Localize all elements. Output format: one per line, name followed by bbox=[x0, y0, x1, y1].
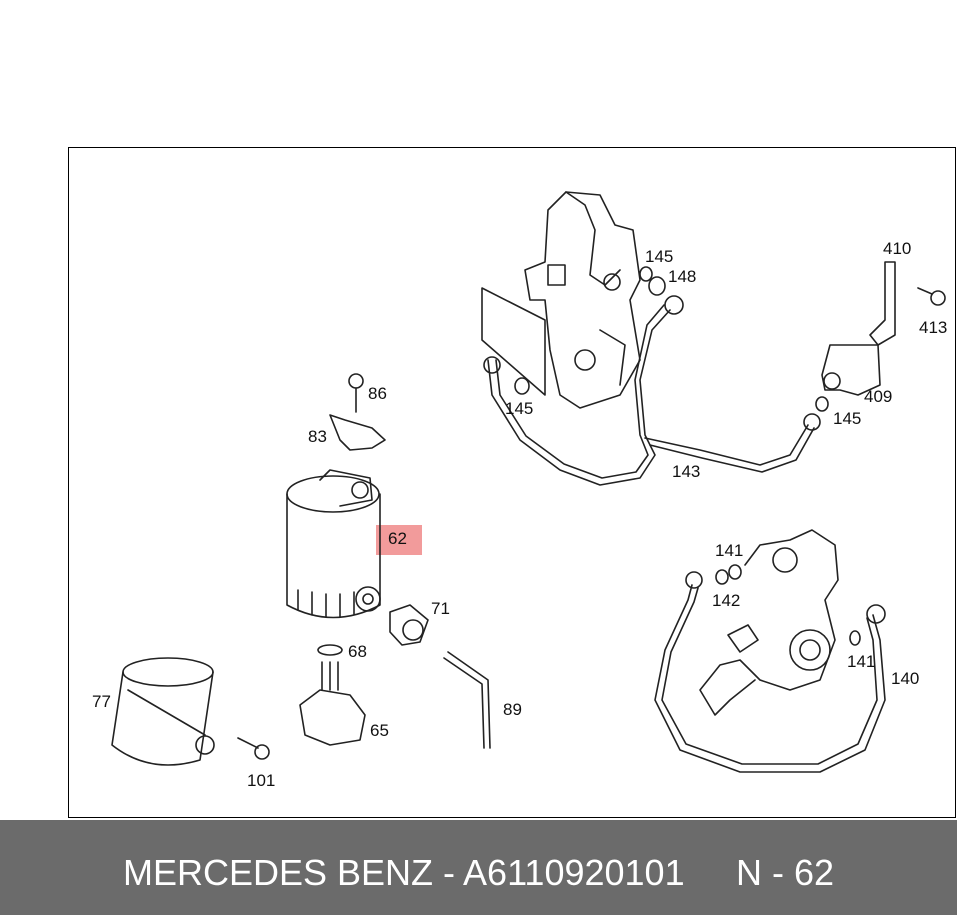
fuel-filter-62 bbox=[286, 469, 381, 619]
label-part-410[interactable]: 410 bbox=[883, 239, 912, 258]
seal-ring-141b bbox=[849, 630, 861, 646]
footer-bar bbox=[0, 820, 957, 915]
label-part-62[interactable]: 62 bbox=[388, 529, 407, 548]
footer-reference: N - 62 bbox=[736, 852, 835, 893]
label-part-141-top[interactable]: 141 bbox=[715, 541, 744, 560]
footer-title: MERCEDES BENZ - A6110920101 bbox=[123, 852, 685, 893]
label-part-413[interactable]: 413 bbox=[919, 318, 948, 337]
seal-ring-145c bbox=[815, 396, 829, 412]
heater-65 bbox=[299, 661, 366, 746]
label-part-86[interactable]: 86 bbox=[368, 384, 387, 403]
seal-ring-145b bbox=[514, 377, 530, 395]
fuel-pipe-140 bbox=[654, 571, 886, 773]
label-part-145-right[interactable]: 145 bbox=[833, 409, 862, 428]
injection-pump-top bbox=[481, 191, 641, 409]
bolt-86 bbox=[348, 373, 364, 389]
connector-409 bbox=[821, 344, 881, 396]
label-part-143[interactable]: 143 bbox=[672, 462, 701, 481]
bolt-101 bbox=[237, 737, 259, 749]
seal-ring-148 bbox=[648, 276, 666, 296]
part-62-highlight[interactable] bbox=[376, 525, 422, 555]
injection-pump-bottom bbox=[699, 529, 839, 716]
sensor-83 bbox=[329, 414, 386, 451]
label-part-140[interactable]: 140 bbox=[891, 669, 920, 688]
label-part-101[interactable]: 101 bbox=[247, 771, 276, 790]
seal-ring-141a bbox=[715, 569, 729, 585]
bracket-410 bbox=[869, 261, 896, 346]
label-part-141-right[interactable]: 141 bbox=[847, 652, 876, 671]
label-part-148[interactable]: 148 bbox=[668, 267, 697, 286]
label-part-409[interactable]: 409 bbox=[864, 387, 893, 406]
label-part-145-left[interactable]: 145 bbox=[505, 399, 534, 418]
seal-ring-145a bbox=[639, 266, 653, 282]
seal-ring-68 bbox=[317, 644, 343, 656]
seal-ring-142 bbox=[728, 564, 742, 580]
label-part-145-top[interactable]: 145 bbox=[645, 247, 674, 266]
label-part-71[interactable]: 71 bbox=[431, 599, 450, 618]
label-part-142[interactable]: 142 bbox=[712, 591, 741, 610]
fuel-pipe-143 bbox=[483, 295, 821, 486]
valve-71 bbox=[389, 604, 429, 646]
bolt-413 bbox=[930, 290, 946, 306]
diagram-frame bbox=[68, 147, 956, 818]
label-part-65[interactable]: 65 bbox=[370, 721, 389, 740]
label-part-68[interactable]: 68 bbox=[348, 642, 367, 661]
hose-89 bbox=[447, 651, 491, 749]
label-part-77[interactable]: 77 bbox=[92, 692, 111, 711]
label-part-83[interactable]: 83 bbox=[308, 427, 327, 446]
bracket-77 bbox=[111, 657, 215, 766]
label-part-89[interactable]: 89 bbox=[503, 700, 522, 719]
